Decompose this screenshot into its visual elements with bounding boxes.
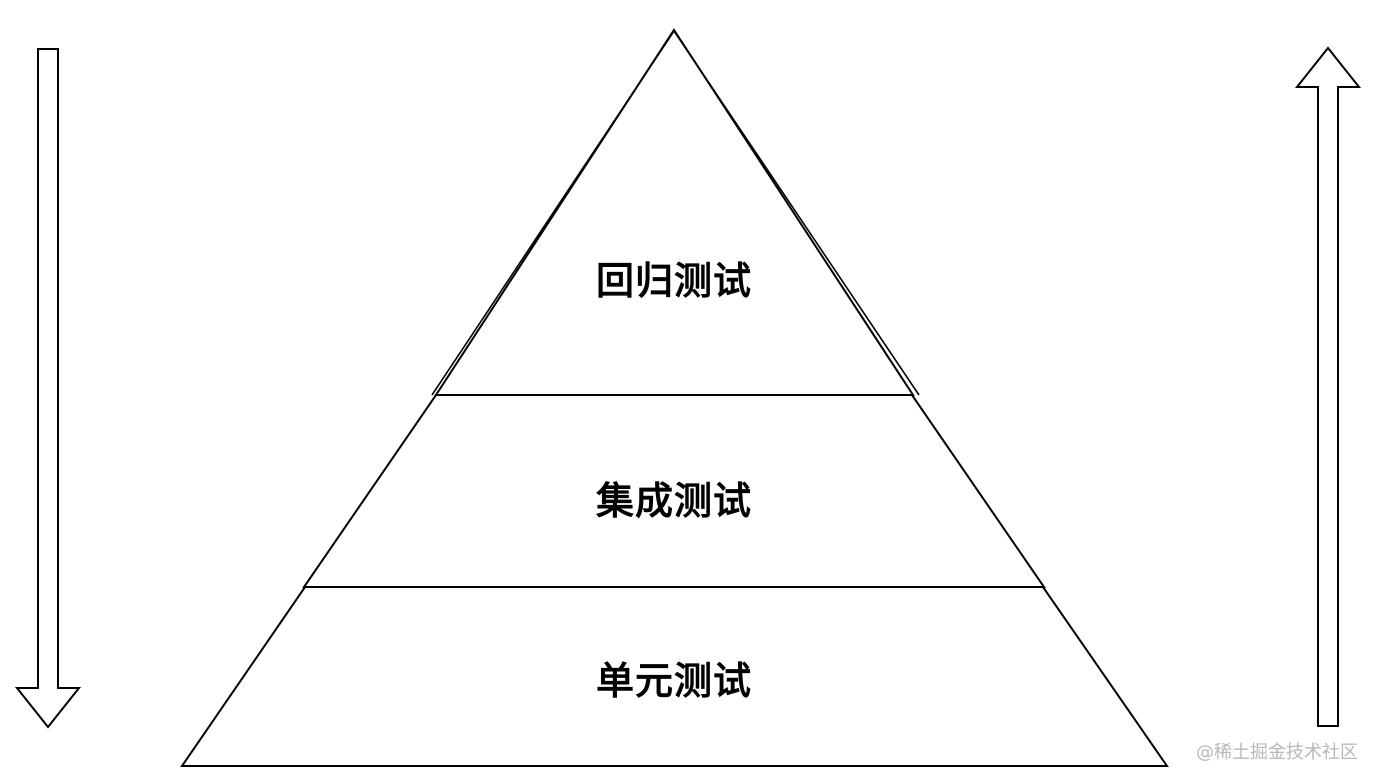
layer-label-integration: 集成测试 [595,479,752,523]
outer-edge-left [431,30,675,396]
layer-label-regression: 回归测试 [595,259,752,303]
layer-label-unit: 单元测试 [595,659,752,703]
outer-edge-right [673,30,920,396]
pyramid-layer-top [434,28,915,396]
down-arrow-icon [14,48,82,729]
up-arrow-icon [1294,46,1362,727]
watermark: @稀土掘金技术社区 [1196,742,1358,763]
